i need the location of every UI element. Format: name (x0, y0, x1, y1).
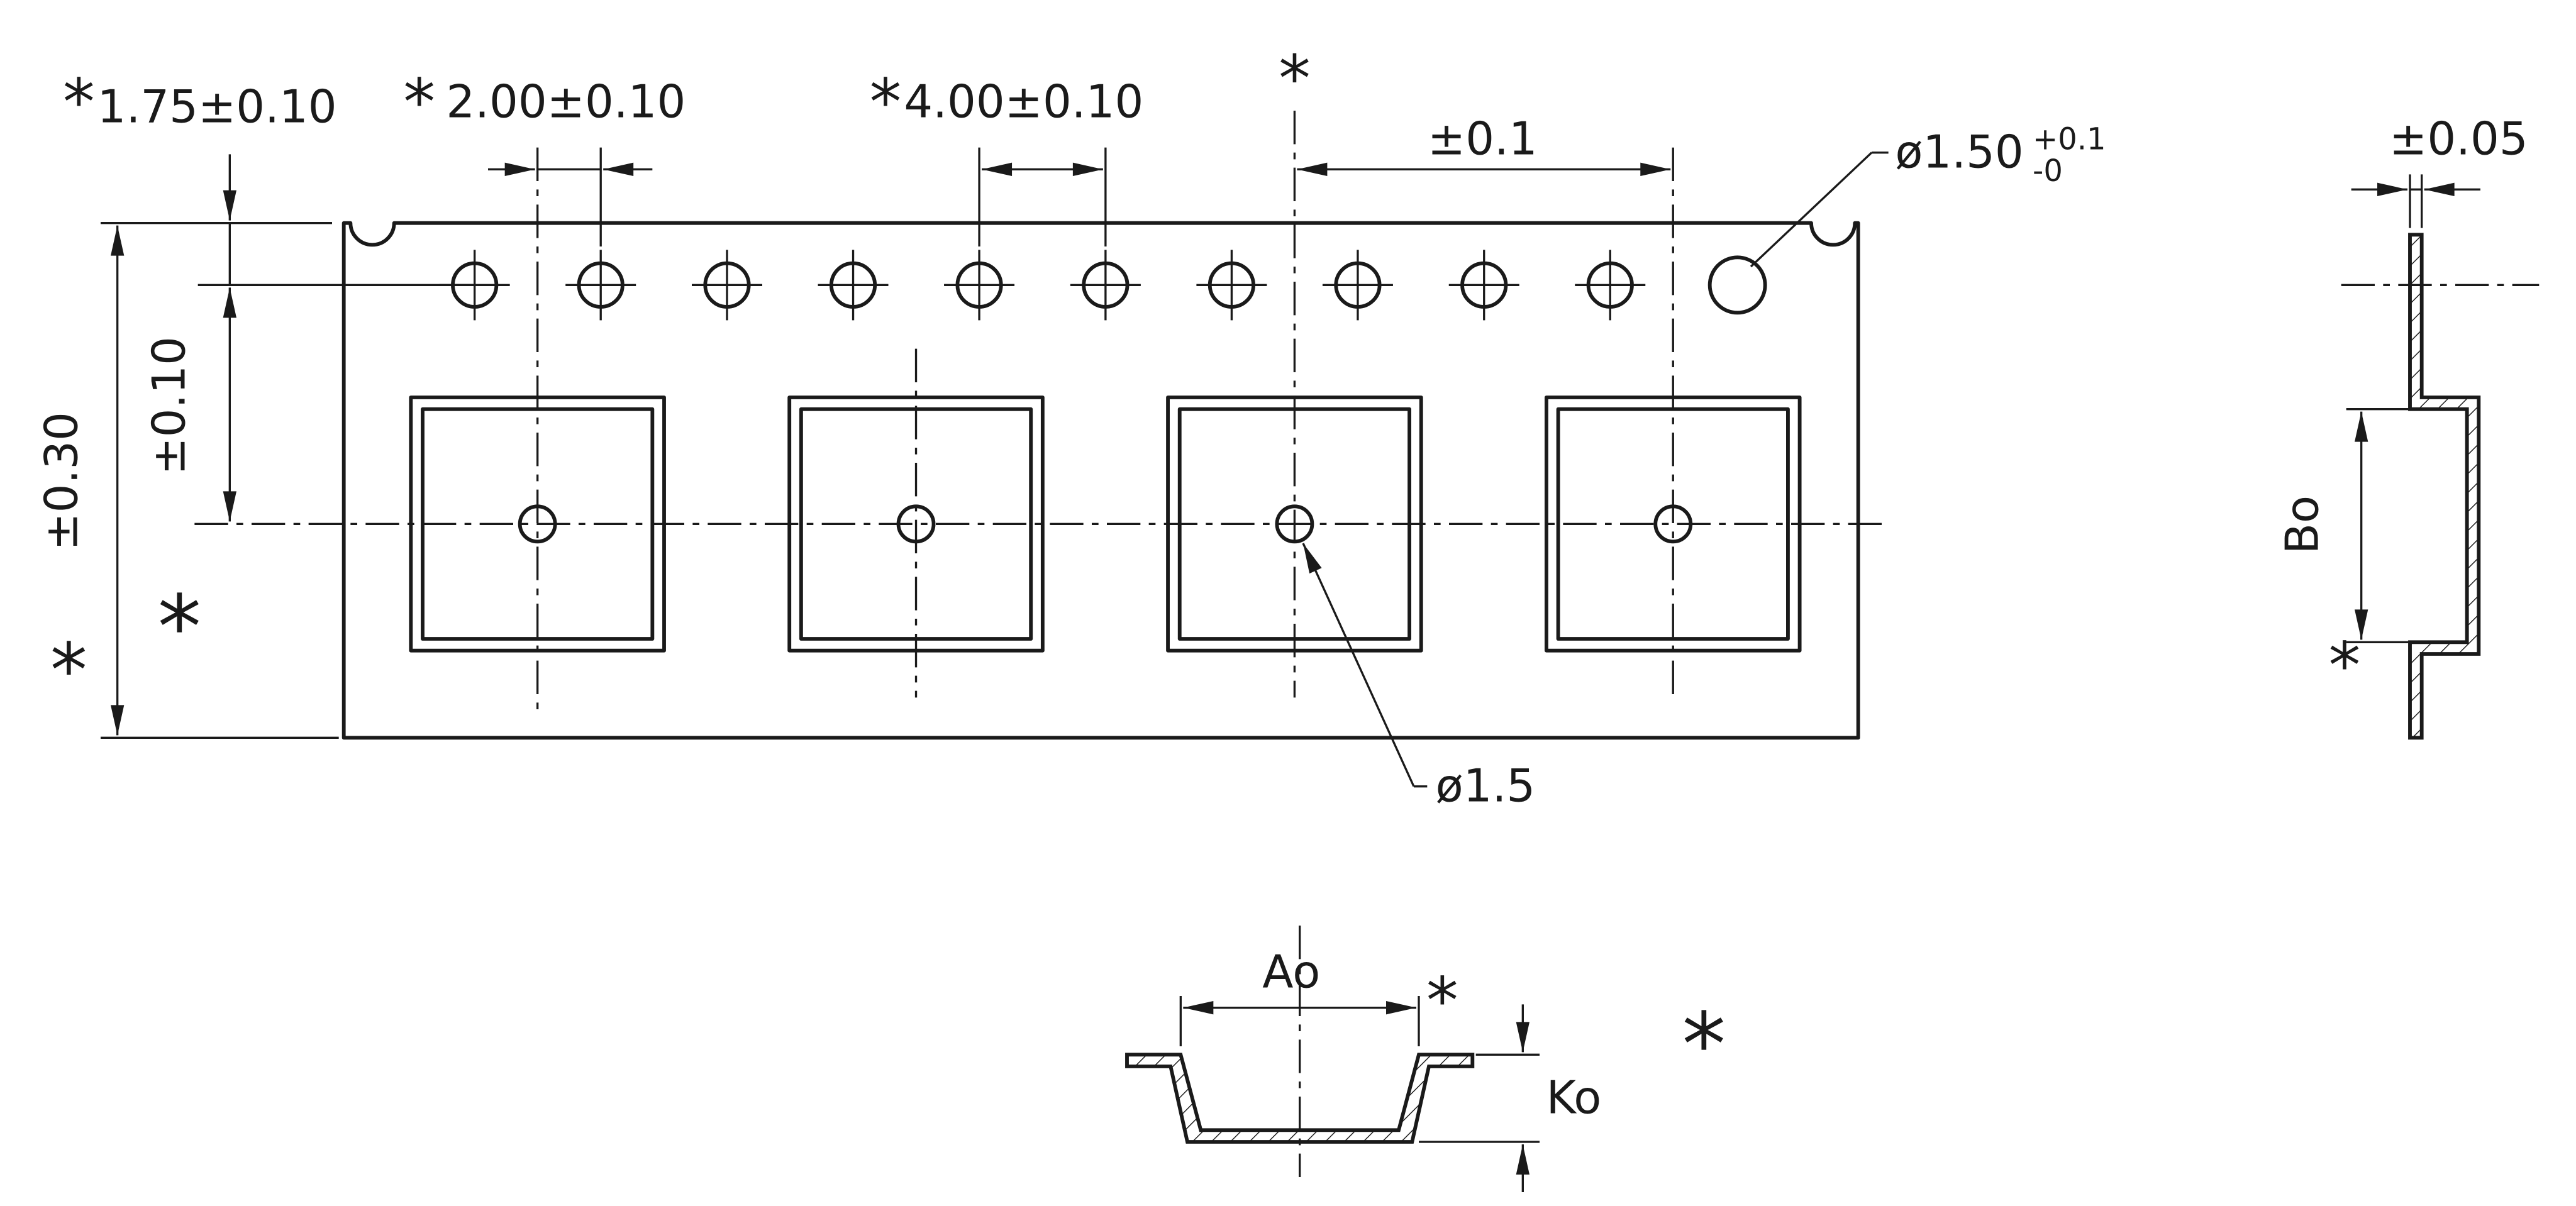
pocket-center-hole (1653, 504, 1693, 544)
asterisk-mark: * (870, 65, 902, 139)
pocket-center-hole (518, 504, 557, 544)
pocket (1166, 396, 1423, 653)
sprocket-hole (1575, 250, 1646, 321)
sprocket-hole (1448, 250, 1519, 321)
pocket-opening-ao-label: Ao (1262, 946, 1320, 999)
dim-top-margin: * 1.75±0.10 (63, 65, 337, 285)
dim-half-pitch: * 2.00±0.10 (403, 65, 686, 246)
dim-top-margin-label: 1.75±0.10 (97, 80, 337, 133)
pocket-center-hole (1275, 504, 1314, 544)
dimensions-top-view: * 1.75±0.10 ±0.30 * * ±0.10 * 2.00±0.10 (35, 41, 2106, 812)
pocket-center-hole (896, 504, 936, 544)
sprocket-hole (565, 250, 636, 321)
dim-hole-to-pocket-label: ±0.10 (142, 336, 195, 475)
dim-pocket-pitch: * ±0.1 (1279, 41, 1671, 176)
asterisk-mark: * (50, 628, 87, 714)
dim-half-pitch-label: 2.00±0.10 (446, 75, 686, 128)
asterisk-mark: * (63, 65, 95, 139)
tape-top-view (194, 111, 1882, 740)
sprocket-hole (439, 250, 510, 321)
asterisk-mark: * (403, 65, 435, 139)
asterisk-mark: * (1682, 993, 1726, 1095)
pocket-section-view: Ao * Ko * (1125, 926, 1726, 1192)
dim-pocket-opening-ao: Ao * (1179, 946, 1458, 1046)
asterisk-mark: * (1426, 964, 1458, 1038)
sprocket-hole (1322, 250, 1393, 321)
dim-sprocket-pitch-label: 4.00±0.10 (904, 75, 1143, 128)
dim-thickness-label: ±0.05 (2389, 112, 2528, 165)
tape-section-profile (2408, 233, 2481, 740)
tape-side-view: ±0.05 Bo * (2275, 112, 2540, 740)
dim-tape-width: ±0.30 * * (35, 225, 339, 739)
pockets (409, 396, 1802, 653)
sprocket-holes (439, 250, 1767, 321)
asterisk-mark: * (1279, 41, 1311, 116)
dim-thickness: ±0.05 (2351, 112, 2528, 228)
sprocket-hole-dia-label: ø1.50 (1895, 126, 2023, 179)
pocket-depth-ko-label: Ko (1546, 1071, 1602, 1124)
sprocket-hole (818, 250, 889, 321)
reference-hole (1707, 255, 1767, 315)
sprocket-hole (1196, 250, 1267, 321)
pocket-width-bo-label: Bo (2275, 495, 2328, 554)
sprocket-hole-dia-tol-plus: +0.1 (2033, 121, 2106, 157)
callout-pocket-hole-dia: ø1.5 (1302, 543, 1536, 812)
dim-pocket-pitch-label: ±0.1 (1428, 112, 1538, 165)
dim-hole-to-pocket-center: ±0.10 (142, 287, 236, 522)
dim-sprocket-pitch: * 4.00±0.10 (870, 65, 1143, 246)
pocket (1544, 396, 1802, 653)
sprocket-hole (1070, 250, 1141, 321)
dim-pocket-width-bo: Bo * (2275, 408, 2409, 702)
sprocket-hole-dia-tol-minus: -0 (2033, 153, 2063, 189)
pocket-hole-dia-label: ø1.5 (1436, 760, 1536, 812)
pocket (787, 396, 1045, 653)
dim-tape-width-label: ±0.30 (35, 412, 88, 551)
asterisk-mark: * (2329, 628, 2361, 702)
callout-sprocket-hole-dia: ø1.50 +0.1 -0 (1750, 121, 2106, 268)
asterisk-mark: * (158, 576, 201, 678)
tape-outline (341, 221, 1860, 740)
dim-pocket-depth-ko: Ko (1419, 1004, 1601, 1192)
pocket-section-profile (1125, 1053, 1475, 1144)
sprocket-hole (692, 250, 762, 321)
pocket (409, 396, 666, 653)
centerlines (194, 111, 1882, 718)
sprocket-hole (944, 250, 1015, 321)
